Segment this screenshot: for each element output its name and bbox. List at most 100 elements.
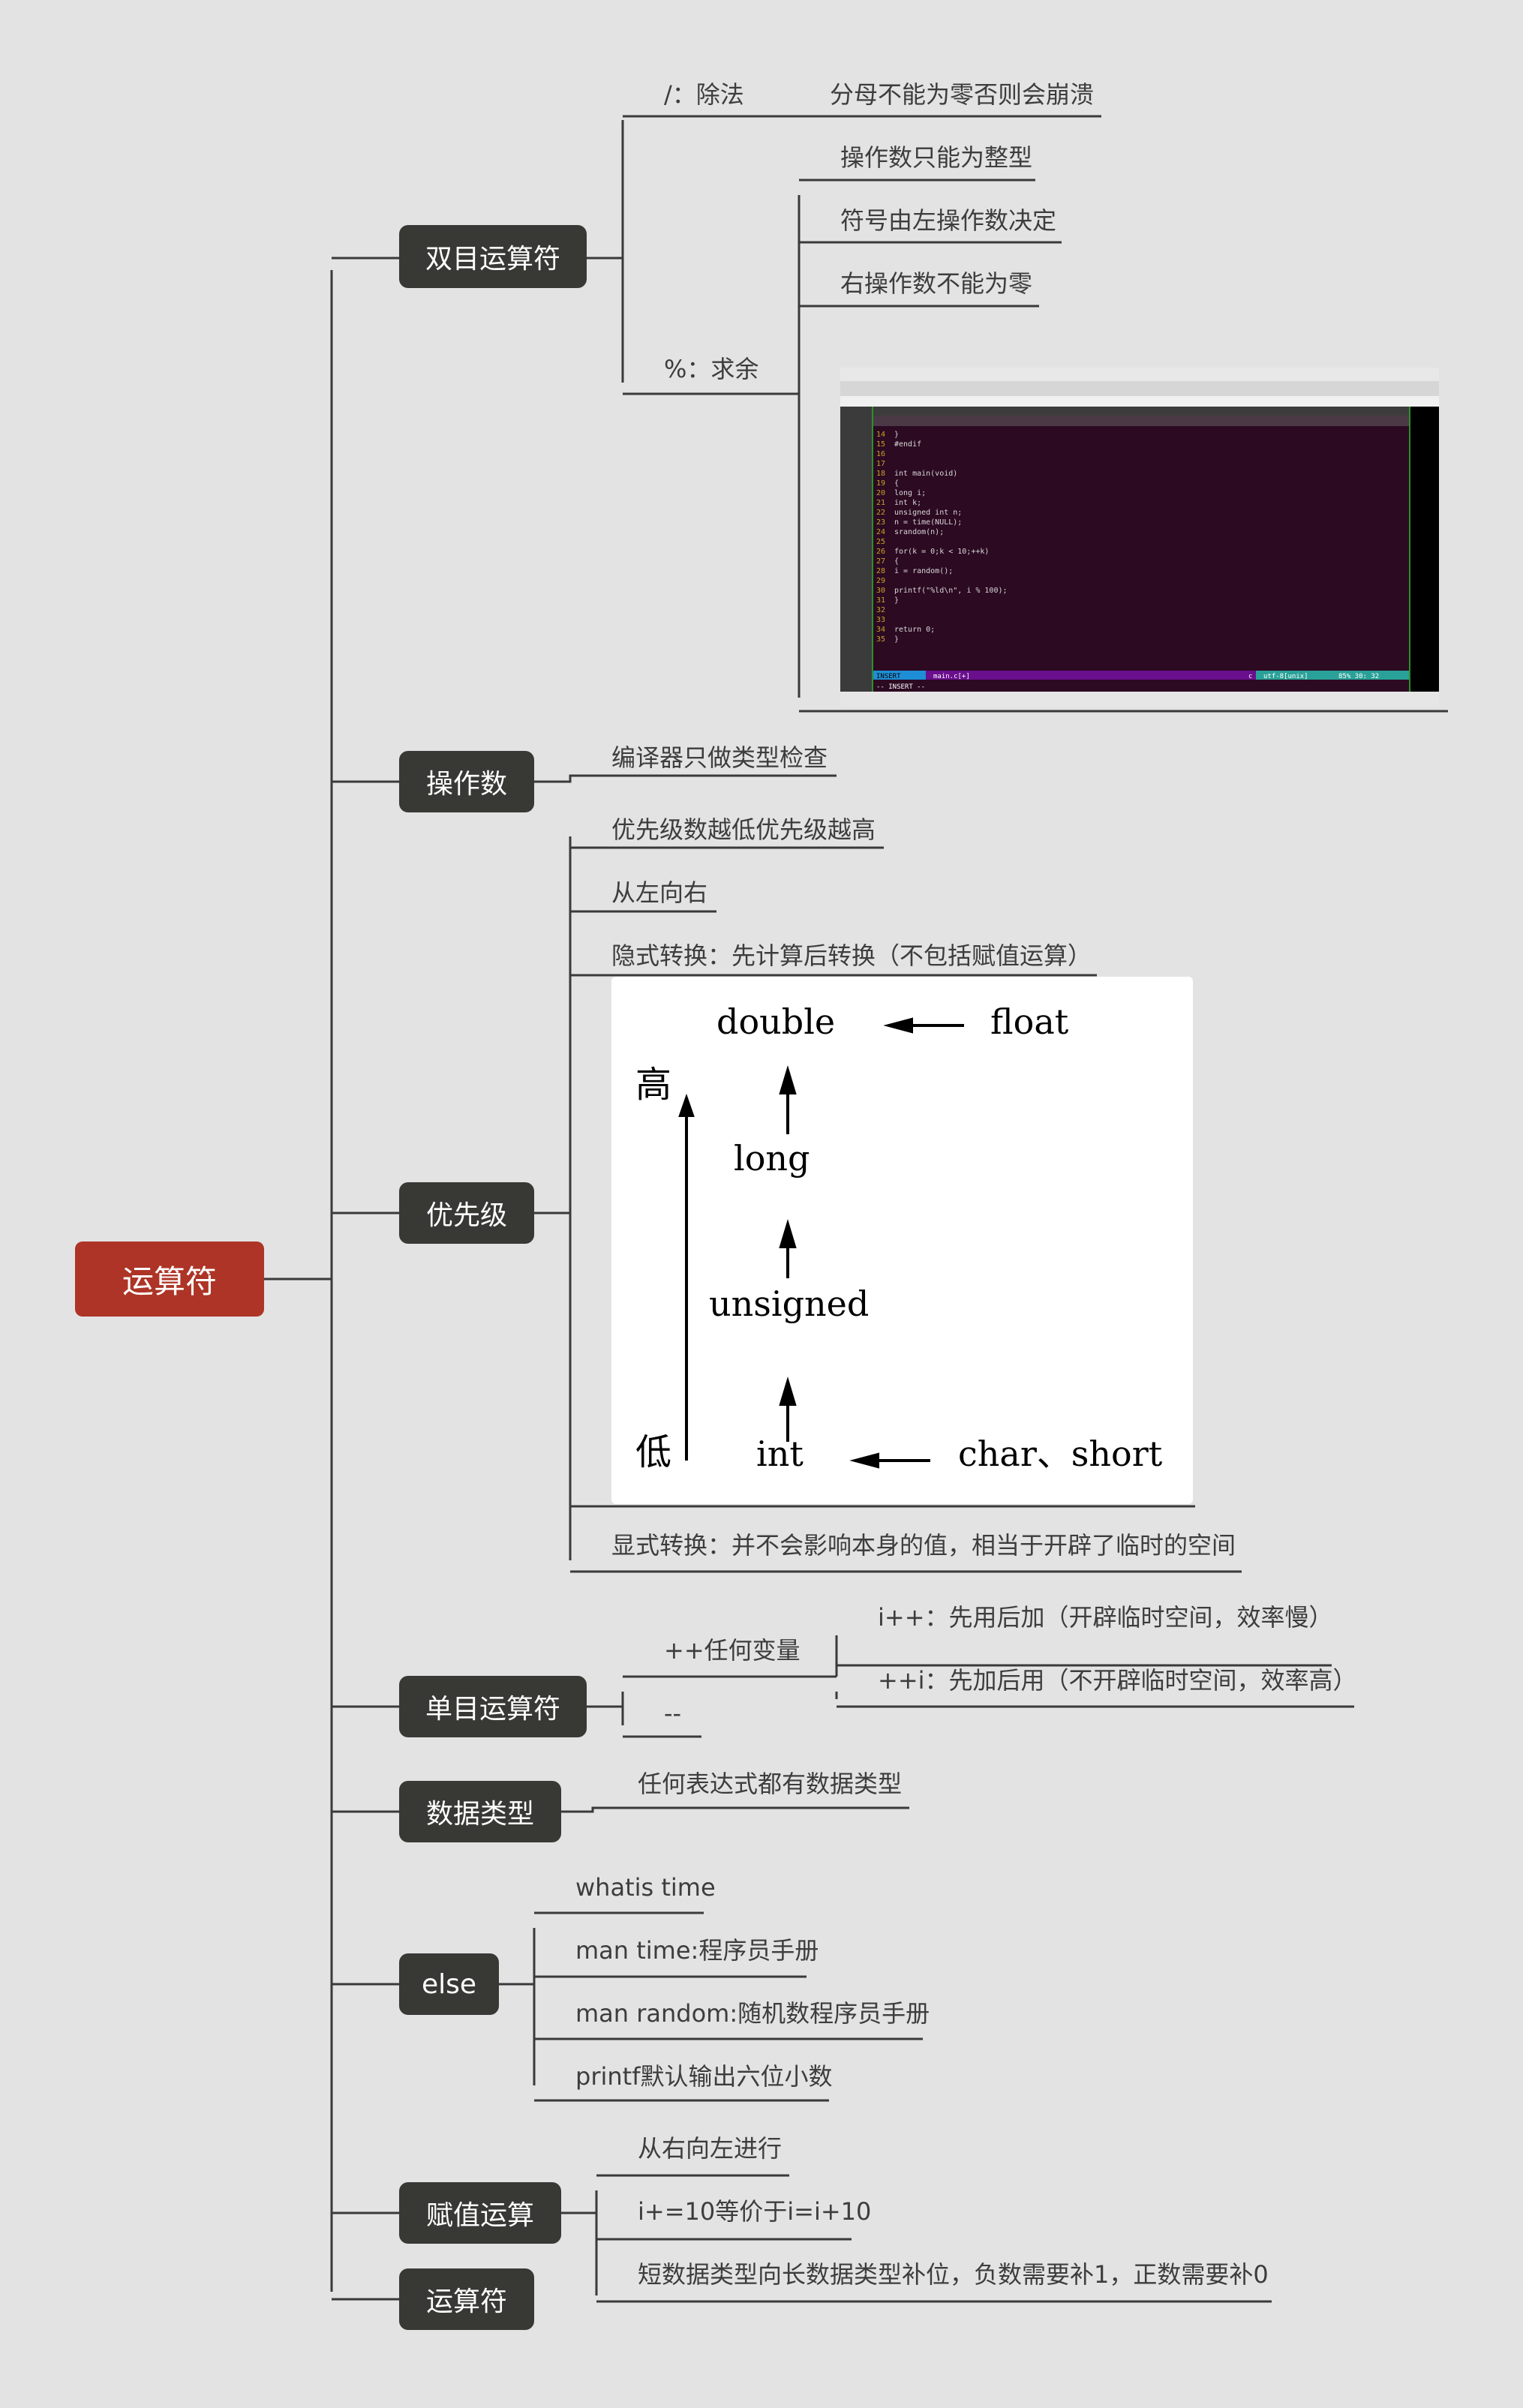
type-unsigned: unsigned xyxy=(709,1284,869,1324)
code-line-number: 35 xyxy=(876,635,885,644)
branch-binary-label: 双目运算符 xyxy=(425,244,560,275)
root-label: 运算符 xyxy=(122,1263,217,1300)
label-low: 低 xyxy=(635,1431,671,1473)
code-line-text: } xyxy=(894,431,899,439)
branch-operators[interactable]: 运算符 xyxy=(399,2268,534,2330)
code-line-number: 27 xyxy=(876,557,885,566)
conversion-diagram-svg: double float long unsigned int char、shor… xyxy=(635,1001,1163,1474)
code-line-number: 23 xyxy=(876,518,885,527)
branch-priority[interactable]: 优先级 xyxy=(399,1182,534,1244)
branch-binary-operators[interactable]: 双目运算符 xyxy=(399,225,587,288)
leaf-man-random[interactable]: man random:随机数程序员手册 xyxy=(575,1999,930,2028)
leaf-printf-default[interactable]: printf默认输出六位小数 xyxy=(575,2062,833,2091)
leaf-sign-extension[interactable]: 短数据类型向长数据类型补位，负数需要补1，正数需要补0 xyxy=(638,2260,1269,2289)
code-line-text: { xyxy=(894,557,899,566)
type-int: int xyxy=(756,1434,804,1474)
code-line-number: 26 xyxy=(876,548,885,556)
code-line-text: } xyxy=(894,596,899,605)
code-line-text: int main(void) xyxy=(894,470,957,478)
status-position: 85% 30: 32 xyxy=(1338,673,1379,680)
status-lang: c xyxy=(1248,673,1252,680)
code-line-text: return 0; xyxy=(894,626,935,634)
code-line-number: 32 xyxy=(876,606,885,614)
branch-data-type[interactable]: 数据类型 xyxy=(399,1781,561,1842)
leaf-division[interactable]: /：除法 xyxy=(664,80,744,109)
code-line-text: } xyxy=(894,635,899,644)
branch-assign-label: 赋值运算 xyxy=(425,2200,534,2231)
code-line-number: 29 xyxy=(876,577,885,585)
leaf-explicit-conversion[interactable]: 显式转换：并不会影响本身的值，相当于开辟了临时的空间 xyxy=(611,1531,1236,1560)
code-line-number: 16 xyxy=(876,450,885,458)
screenshot-tab-bar xyxy=(840,396,1439,407)
status-mode: INSERT xyxy=(876,673,901,680)
label-high: 高 xyxy=(635,1064,671,1106)
code-line-text: printf("%ld\n", i % 100); xyxy=(894,587,1008,595)
screenshot-menu-bar xyxy=(840,381,1439,396)
type-double: double xyxy=(716,1001,835,1042)
leaf-compound-assign[interactable]: i+=10等价于i=i+10 xyxy=(638,2197,872,2226)
root-node[interactable]: 运算符 xyxy=(75,1242,264,1317)
branch-ops-label: 运算符 xyxy=(425,2286,507,2317)
branch-priority-label: 优先级 xyxy=(425,1200,507,1231)
leaf-prefix-increment[interactable]: ++i：先加后用（不开辟临时空间，效率高） xyxy=(878,1666,1357,1695)
leaf-modulo-note-integer[interactable]: 操作数只能为整型 xyxy=(840,143,1033,172)
branch-operand[interactable]: 操作数 xyxy=(399,751,534,812)
leaf-expression-type[interactable]: 任何表达式都有数据类型 xyxy=(638,1770,903,1798)
leaf-modulo-note-nonzero[interactable]: 右操作数不能为零 xyxy=(840,269,1033,298)
leaf-right-to-left[interactable]: 从右向左进行 xyxy=(638,2134,783,2163)
branch-datatype-label: 数据类型 xyxy=(425,1799,534,1830)
screenshot-launcher xyxy=(840,407,872,692)
code-line-number: 28 xyxy=(876,567,885,575)
leaf-modulo-note-sign[interactable]: 符号由左操作数决定 xyxy=(840,206,1057,235)
leaf-implicit-conversion[interactable]: 隐式转换：先计算后转换（不包括赋值运算） xyxy=(611,941,1092,970)
type-float: float xyxy=(990,1001,1069,1042)
leaf-left-to-right[interactable]: 从左向右 xyxy=(611,878,708,907)
code-line-text: int k; xyxy=(894,499,921,507)
code-line-number: 19 xyxy=(876,479,885,488)
type-long: long xyxy=(734,1138,810,1178)
leaf-modulo[interactable]: %：求余 xyxy=(664,355,759,383)
code-line-number: 21 xyxy=(876,499,885,507)
leaf-priority-lower-higher[interactable]: 优先级数越低优先级越高 xyxy=(611,815,876,844)
leaf-whatis-time[interactable]: whatis time xyxy=(575,1873,716,1902)
code-line-text: #endif xyxy=(894,440,921,449)
code-line-number: 34 xyxy=(876,626,885,634)
code-line-text: i = random(); xyxy=(894,567,953,575)
leaf-type-check[interactable]: 编译器只做类型检查 xyxy=(611,743,828,772)
code-line-text: unsigned int n; xyxy=(894,509,962,517)
code-line-text: srandom(n); xyxy=(894,528,944,536)
code-line-number: 30 xyxy=(876,587,885,595)
branch-unary-label: 单目运算符 xyxy=(425,1694,560,1725)
type-char-short: char、short xyxy=(958,1434,1163,1474)
code-line-number: 18 xyxy=(876,470,885,478)
code-line-number: 22 xyxy=(876,509,885,517)
code-line-number: 24 xyxy=(876,528,885,536)
leaf-postfix-increment[interactable]: i++：先用后加（开辟临时空间，效率慢） xyxy=(878,1603,1333,1632)
code-line-text: for(k = 0;k < 10;++k) xyxy=(894,548,989,556)
code-line-number: 20 xyxy=(876,489,885,497)
leaf-decrement[interactable]: -- xyxy=(664,1699,682,1728)
code-line-text: long i; xyxy=(894,489,926,497)
branch-assignment[interactable]: 赋值运算 xyxy=(399,2182,561,2244)
leaf-man-time[interactable]: man time:程序员手册 xyxy=(575,1936,819,1965)
code-line-number: 31 xyxy=(876,596,885,605)
code-line-number: 17 xyxy=(876,460,885,468)
branch-else[interactable]: else xyxy=(399,1953,499,2015)
leaf-increment[interactable]: ++任何变量 xyxy=(664,1636,801,1665)
code-line-number: 33 xyxy=(876,616,885,624)
screenshot-taskbar xyxy=(840,692,1439,707)
status-file: main.c[+] xyxy=(933,673,970,680)
leaf-division-note[interactable]: 分母不能为零否则会崩溃 xyxy=(830,80,1095,109)
branch-unary-operators[interactable]: 单目运算符 xyxy=(399,1676,587,1737)
branch-else-label: else xyxy=(421,1968,477,2000)
code-line-text: { xyxy=(894,479,899,488)
type-conversion-diagram: double float long unsigned int char、shor… xyxy=(611,977,1193,1504)
screenshot-window-bar xyxy=(840,368,1439,381)
code-line-number: 15 xyxy=(876,440,885,449)
branch-operand-label: 操作数 xyxy=(425,769,507,800)
